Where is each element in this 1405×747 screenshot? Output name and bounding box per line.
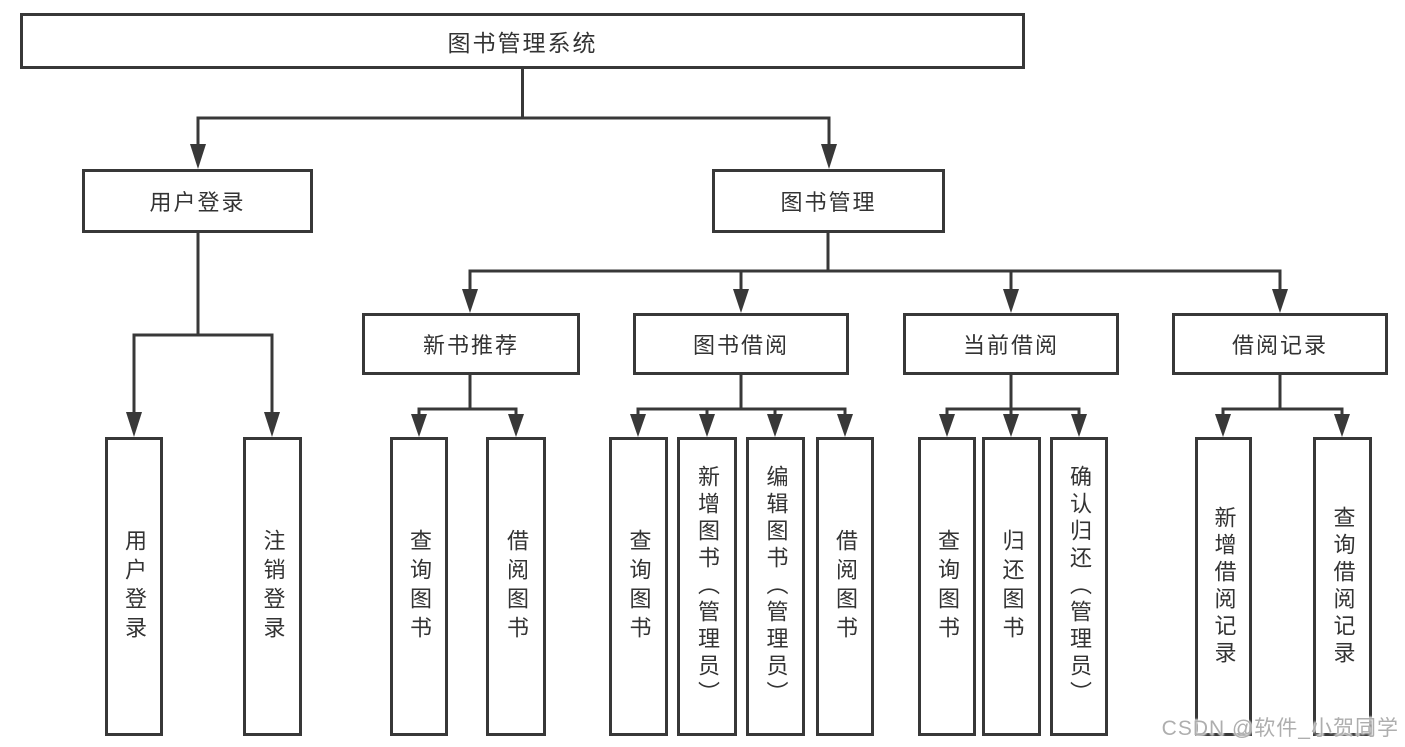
leaf-user-login: 用户登录 xyxy=(105,437,163,736)
leaf-label: 确认归还（管理员） xyxy=(1067,465,1092,708)
leaf-borrow-books-recommend: 借阅图书 xyxy=(486,437,546,736)
leaf-borrow-books: 借阅图书 xyxy=(816,437,874,736)
node-book-borrowing: 图书借阅 xyxy=(633,313,849,375)
leaf-label: 借阅图书 xyxy=(833,528,858,645)
node-label: 当前借阅 xyxy=(962,333,1059,358)
leaf-label: 新增图书（管理员） xyxy=(695,465,720,708)
leaf-confirm-return-admin: 确认归还（管理员） xyxy=(1050,437,1108,736)
node-root: 图书管理系统 xyxy=(20,13,1025,69)
leaf-label: 新增借阅记录 xyxy=(1211,505,1237,668)
leaf-label: 借阅图书 xyxy=(504,528,529,645)
leaf-query-books-borrow: 查询图书 xyxy=(609,437,668,736)
node-label: 新书推荐 xyxy=(422,333,519,358)
leaf-query-books-recommend: 查询图书 xyxy=(390,437,448,736)
leaf-edit-books-admin: 编辑图书（管理员） xyxy=(746,437,805,736)
leaf-query-books-current: 查询图书 xyxy=(918,437,976,736)
leaf-label: 编辑图书（管理员） xyxy=(763,465,789,708)
node-label: 用户登录 xyxy=(149,190,246,215)
leaf-logout: 注销登录 xyxy=(243,437,302,736)
leaf-label: 归还图书 xyxy=(999,528,1025,645)
node-book-management: 图书管理 xyxy=(712,169,945,233)
leaf-query-borrow-record: 查询借阅记录 xyxy=(1313,437,1372,736)
node-current-borrowing: 当前借阅 xyxy=(903,313,1119,375)
node-label: 图书借阅 xyxy=(692,333,789,358)
leaf-label: 查询借阅记录 xyxy=(1330,505,1356,668)
leaf-label: 查询图书 xyxy=(935,528,960,645)
leaf-add-borrow-record: 新增借阅记录 xyxy=(1195,437,1252,736)
node-label: 图书管理 xyxy=(780,190,877,215)
leaf-add-books-admin: 新增图书（管理员） xyxy=(677,437,737,736)
leaf-label: 用户登录 xyxy=(122,528,147,645)
leaf-label: 查询图书 xyxy=(626,528,652,645)
node-borrowing-records: 借阅记录 xyxy=(1172,313,1388,375)
node-user-login-module: 用户登录 xyxy=(82,169,313,233)
csdn-watermark: CSDN @软件_小贺同学 xyxy=(1161,717,1399,740)
leaf-return-books: 归还图书 xyxy=(982,437,1041,736)
leaf-label: 查询图书 xyxy=(407,528,432,645)
leaf-label: 注销登录 xyxy=(260,528,286,645)
node-root-label: 图书管理系统 xyxy=(447,30,598,56)
node-new-book-recommend: 新书推荐 xyxy=(362,313,580,375)
node-label: 借阅记录 xyxy=(1231,333,1328,358)
